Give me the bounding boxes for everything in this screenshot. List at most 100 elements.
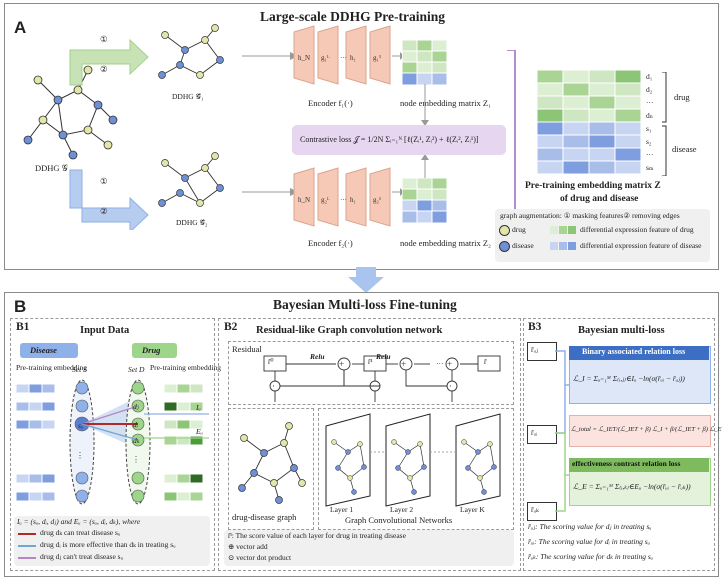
b2-note-2: ⊕ vector add: [228, 542, 268, 551]
disease-bracket-label: disease: [672, 144, 697, 154]
su-node: sᵤ: [78, 421, 84, 430]
panel-b-title: Bayesian Multi-loss Fine-tuning: [273, 297, 457, 312]
row-dn: dₙ: [646, 111, 653, 120]
dd-graph-box: [228, 408, 314, 530]
effect-loss-formula: ℒ_E = Σᵤ₌₁ᴹ Σ₍ᵢ,ₖ₎∈Eᵤ −ln(σ(r̂ᵤᵢ − r̂ᵤₖ)…: [573, 482, 691, 491]
dj-node: dⱼ: [133, 402, 139, 411]
b3-connectors: [555, 350, 571, 512]
svg-text:+: +: [401, 359, 406, 369]
svg-text:h_N: h_N: [298, 196, 310, 204]
legend-aug: graph augmentation: ① masking features② …: [500, 211, 680, 220]
legend-drug: drug: [512, 225, 526, 234]
b1-legend-box: [14, 516, 210, 566]
b2-notes-box: [224, 530, 514, 566]
svg-text:+: +: [339, 359, 344, 369]
encoder2-label: Encoder f₂(·): [308, 238, 353, 248]
binary-loss-header: [569, 346, 709, 360]
aug-2: ②: [100, 64, 108, 74]
b2-box: [218, 318, 521, 571]
contrastive-loss-box: [292, 125, 506, 155]
b2-title: Residual-like Graph convolution network: [256, 325, 443, 336]
view2-graph: [158, 152, 224, 207]
svg-text:g₁¹: g₁¹: [373, 54, 381, 62]
disease-feat-swatch-3: [568, 242, 576, 250]
disease-tag: [20, 343, 78, 358]
r-dots: ···: [436, 359, 444, 368]
disease-tag-label: Disease: [30, 345, 57, 355]
svg-text:⋮: ⋮: [132, 455, 140, 464]
row-d2: d₂: [646, 85, 653, 94]
b3-label: B3: [528, 321, 542, 333]
view1-label: DDHG 𝒢̃₁: [172, 92, 204, 101]
legend-disease: disease: [512, 241, 534, 250]
b1-box: [10, 318, 215, 571]
effect-loss-title: effectiveness contrast relation loss: [572, 459, 681, 468]
b3-def-2: r̂ᵤᵢ: The scoring value for dᵢ in treati…: [528, 537, 650, 546]
b2-note-1: r̂ˡ: The score value of each layer for d…: [228, 531, 406, 540]
svg-text:·: ·: [272, 381, 275, 391]
row-s2: s₂: [646, 137, 652, 146]
b3-def-3: r̂ᵤₖ: The scoring value for dₖ in treati…: [528, 552, 653, 561]
rui: r̂ᵤᵢ: [531, 428, 538, 437]
b1-leg2: drug dᵢ is more effective than dₖ in tre…: [40, 540, 176, 549]
pre-emb-1: Pre-training embedding: [16, 363, 88, 372]
r0-node: r̂⁰: [268, 357, 274, 366]
row-s1: s₁: [646, 124, 652, 133]
ddhg-graph: [23, 65, 118, 160]
view1-graph: [158, 24, 224, 79]
eu-label: Eᵤ: [196, 427, 203, 436]
panel-a-letter: A: [14, 18, 27, 37]
b1-input-diagram: ⋮ ⋮: [15, 379, 209, 505]
svg-text:+: +: [447, 359, 452, 369]
b1-def: Iᵤ = (sᵤ, dᵢ, dⱼ) and Eᵤ = (sᵤ, dᵢ, dₖ),…: [17, 517, 141, 526]
binary-loss-title: Binary associated relation loss: [582, 347, 686, 356]
drug-feat-swatch-2: [559, 226, 567, 234]
aug-2b: ②: [100, 206, 108, 216]
augment-arrows: [69, 38, 149, 230]
svg-text:···: ···: [340, 196, 347, 204]
legend-line-blue: [18, 545, 36, 547]
set-s: Set S: [72, 365, 87, 374]
row-sm: sₘ: [646, 163, 654, 172]
dd-graph: [238, 422, 306, 504]
pretrain-matrix: [537, 70, 642, 175]
total-loss: ℒ_total = ℒ_IET/(ℒ_IET + β) ℒ_I + β/(ℒ_I…: [571, 426, 722, 433]
ruk: r̂ᵤₖ: [531, 505, 539, 514]
svg-text:g₂ᴸ: g₂ᴸ: [321, 196, 330, 204]
drug-tag-label: Drug: [142, 345, 161, 355]
pre-emb-2: Pre-training embedding: [150, 363, 222, 372]
row-dots1: ···: [646, 98, 654, 107]
b3-box: [523, 318, 715, 571]
effect-loss-header: [569, 458, 709, 472]
b2-label: B2: [224, 321, 238, 333]
legend-drug-feat: differential expression feature of drug: [580, 225, 694, 234]
gcn-label: Graph Convolutional Networks: [345, 515, 453, 525]
legend-box: [495, 209, 710, 262]
pretrain-title-1: Pre-training embedding matrix Z: [525, 181, 661, 191]
r-node: r̂: [484, 357, 487, 366]
b1-leg1: drug dₖ can treat disease sᵤ: [40, 528, 121, 537]
binary-loss-formula: ℒ_I = Σᵤ₌₁ᴹ Σ₍ᵢ,ⱼ₎∈Iᵤ −ln(σ(r̂ᵤᵢ − r̂ᵤⱼ)…: [573, 374, 685, 383]
aug-1: ①: [100, 34, 108, 44]
panel-a-title: Large-scale DDHG Pre-training: [260, 9, 445, 24]
total-loss-box: [569, 415, 711, 447]
legend-disease-feat: differential expression feature of disea…: [580, 241, 702, 250]
relu-1: Relu: [310, 352, 325, 361]
node-emb-matrix-2: [402, 178, 447, 223]
b3-title: Bayesian multi-loss: [578, 325, 665, 336]
b3-def-1: r̂ᵤⱼ: The scoring value for dⱼ in treati…: [528, 522, 652, 531]
svg-text:·: ·: [449, 381, 452, 391]
rui-box: [527, 425, 557, 444]
contrast-arrows: [421, 84, 429, 178]
legend-line-purple: [18, 557, 36, 559]
node-emb-label-1: node embedding matrix Z₁: [400, 98, 492, 108]
row-dots2: ···: [646, 150, 654, 159]
svg-text:h_N: h_N: [298, 54, 310, 62]
node-emb-matrix-1: [402, 40, 447, 85]
row-braces: [662, 72, 667, 176]
layer-k: Layer K: [460, 505, 485, 514]
encoder1-label: Encoder f₁(·): [308, 98, 353, 108]
ruj: r̂ᵤⱼ: [531, 345, 538, 354]
